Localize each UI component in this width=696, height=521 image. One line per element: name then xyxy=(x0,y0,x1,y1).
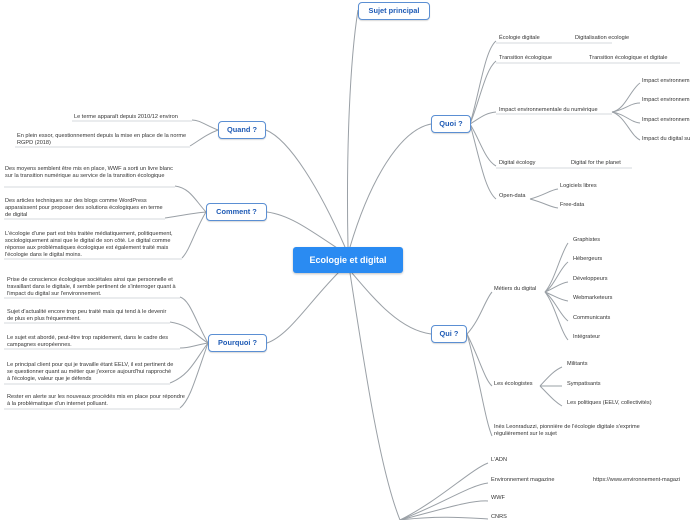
qui-ines[interactable]: Inès Leonraduzzi, pionnière de l'écologi… xyxy=(494,424,640,437)
quoi-impact-sub-2[interactable]: Impact environnem xyxy=(642,97,690,103)
source-cnrs[interactable]: CNRS xyxy=(491,514,507,520)
quoi-free-data[interactable]: Free-data xyxy=(560,202,585,208)
source-env-url[interactable]: https://www.environnement-magazi xyxy=(593,477,681,483)
quoi-impact-sub-3[interactable]: Impact environnem xyxy=(642,117,690,123)
qui-metiers[interactable]: Métiers du digital xyxy=(494,286,537,292)
quoi-impact[interactable]: Impact environnementale du numérique xyxy=(499,107,598,113)
qui-metier-4[interactable]: Webmarketeurs xyxy=(573,295,613,301)
comment-item-1[interactable]: Des moyens semblent être mis en place, W… xyxy=(5,166,173,179)
qui-ecologiste-1[interactable]: Militants xyxy=(567,361,588,367)
node-comment[interactable]: Comment ? xyxy=(206,203,267,221)
node-pourquoi[interactable]: Pourquoi ? xyxy=(208,334,267,352)
source-env-mag[interactable]: Environnement magazine xyxy=(491,477,555,483)
source-wwf[interactable]: WWF xyxy=(491,495,505,501)
quoi-impact-sub-4[interactable]: Impact du digital su xyxy=(642,136,691,142)
pourquoi-item-5[interactable]: Rester en alerte sur les nouveaux procéd… xyxy=(7,394,185,407)
quand-item-1[interactable]: Le terme apparaît depuis 2010/12 environ xyxy=(74,114,178,120)
qui-metier-6[interactable]: Intégrateur xyxy=(573,334,601,340)
quoi-transition-eco-digitale[interactable]: Transition écologique et digitale xyxy=(589,55,668,61)
quoi-logiciels-libres[interactable]: Logiciels libres xyxy=(560,183,597,189)
pourquoi-item-3[interactable]: Le sujet est abordé, peut-être trop rapi… xyxy=(7,335,169,348)
qui-ecologiste-3[interactable]: Les politiques (EELV, collectivités) xyxy=(567,400,652,406)
quand-item-2[interactable]: En plein essor, questionnement depuis la… xyxy=(17,133,187,146)
comment-item-3[interactable]: L'écologie d'une part est très traitée m… xyxy=(5,231,173,258)
node-quand[interactable]: Quand ? xyxy=(218,121,266,139)
central-topic[interactable]: Ecologie et digital xyxy=(293,247,403,273)
quoi-impact-sub-1[interactable]: Impact environnem xyxy=(642,78,690,84)
source-adn[interactable]: L'ADN xyxy=(491,457,507,463)
pourquoi-item-4[interactable]: Le principal client pour qui je travaill… xyxy=(7,362,174,382)
qui-ecologiste-2[interactable]: Sympatisants xyxy=(567,381,601,387)
top-node[interactable]: Sujet principal xyxy=(358,2,430,20)
qui-metier-3[interactable]: Développeurs xyxy=(573,276,608,282)
quoi-digital-ecology[interactable]: Digital écology xyxy=(499,160,536,166)
quoi-digitalisation[interactable]: Digitalisation ecologie xyxy=(575,35,630,41)
quoi-ecologie-digitale[interactable]: Écologie digitale xyxy=(499,35,540,41)
qui-metier-2[interactable]: Hébergeurs xyxy=(573,256,603,262)
quoi-transition-eco[interactable]: Transition écologique xyxy=(499,55,552,61)
node-quoi[interactable]: Quoi ? xyxy=(431,115,471,133)
pourquoi-item-1[interactable]: Prise de conscience écologique sociétale… xyxy=(7,277,176,297)
qui-ecologistes[interactable]: Les écologistes xyxy=(494,381,533,387)
qui-metier-5[interactable]: Communicants xyxy=(573,315,611,321)
node-qui[interactable]: Qui ? xyxy=(431,325,467,343)
quoi-digital-planet[interactable]: Digital for the planet xyxy=(571,160,621,166)
quoi-open-data[interactable]: Open-data xyxy=(499,193,526,199)
comment-item-2[interactable]: Des articles techniques sur des blogs co… xyxy=(5,198,163,218)
qui-metier-1[interactable]: Graphistes xyxy=(573,237,601,243)
pourquoi-item-2[interactable]: Sujet d'actualité encore trop peu traité… xyxy=(7,309,167,322)
